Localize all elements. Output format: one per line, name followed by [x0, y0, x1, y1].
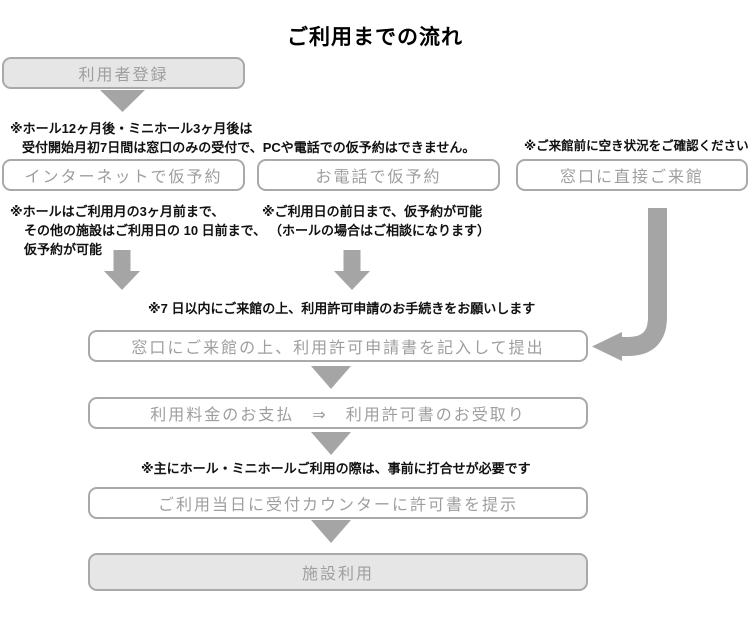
- step-direct-visit: 窓口に直接ご来館: [516, 159, 748, 191]
- note-internet-deadline: ※ホールはご利用月の3ヶ月前まで、 その他の施設はご利用日の 10 日前まで、 …: [10, 202, 266, 259]
- page-title: ご利用までの流れ: [287, 26, 463, 49]
- step-application-submit: 窓口にご来館の上、利用許可申請書を記入して提出: [88, 330, 588, 362]
- step-payment-permit: 利用料金のお支払 ⇒ 利用許可書のお受取り: [88, 397, 588, 429]
- note-line: 受付開始月初7日間は窓口のみの受付で、PCや電話での仮予約はできません。: [22, 140, 476, 155]
- note-seven-days: ※7 日以内にご来館の上、利用許可申請のお手続きをお願いします: [148, 299, 535, 318]
- down-block-arrow-icon: [334, 250, 370, 290]
- step-phone-reservation: お電話で仮予約: [257, 159, 500, 191]
- note-meeting-required: ※主にホール・ミニホールご利用の際は、事前に打合せが必要です: [141, 459, 531, 478]
- note-check-availability: ※ご来館前に空き状況をご確認ください: [524, 137, 749, 156]
- note-line: ※7 日以内にご来館の上、利用許可申請のお手続きをお願いします: [148, 301, 536, 316]
- note-line: その他の施設はご利用日の 10 日前まで、: [24, 223, 267, 238]
- curved-left-arrow-stem: [622, 208, 667, 356]
- down-triangle-icon: [100, 90, 145, 112]
- note-phone-deadline: ※ご利用日の前日まで、仮予約が可能 （ホールの場合はご相談になります）: [262, 202, 490, 240]
- note-line: （ホールの場合はご相談になります）: [269, 223, 491, 238]
- step-show-permit: ご利用当日に受付カウンターに許可書を提示: [88, 487, 588, 519]
- down-triangle-icon: [311, 432, 351, 455]
- down-triangle-icon: [311, 520, 351, 543]
- step-facility-use: 施設利用: [88, 553, 588, 591]
- step-internet-reservation: インターネットで仮予約: [2, 159, 245, 191]
- down-triangle-icon: [311, 366, 351, 389]
- note-line: ※ご利用日の前日まで、仮予約が可能: [262, 204, 483, 219]
- note-line: ※主にホール・ミニホールご利用の際は、事前に打合せが必要です: [141, 461, 531, 476]
- note-line: 仮予約が可能: [24, 242, 103, 257]
- note-line: ※ご来館前に空き状況をご確認ください: [524, 139, 749, 153]
- note-line: ※ホール12ヶ月後・ミニホール3ヶ月後は: [10, 121, 253, 136]
- left-arrowhead-icon: [592, 332, 622, 361]
- step-user-registration: 利用者登録: [2, 57, 245, 89]
- note-line: ※ホールはご利用月の3ヶ月前まで、: [10, 204, 225, 219]
- note-hall-reception: ※ホール12ヶ月後・ミニホール3ヶ月後は 受付開始月初7日間は窓口のみの受付で、…: [10, 119, 475, 157]
